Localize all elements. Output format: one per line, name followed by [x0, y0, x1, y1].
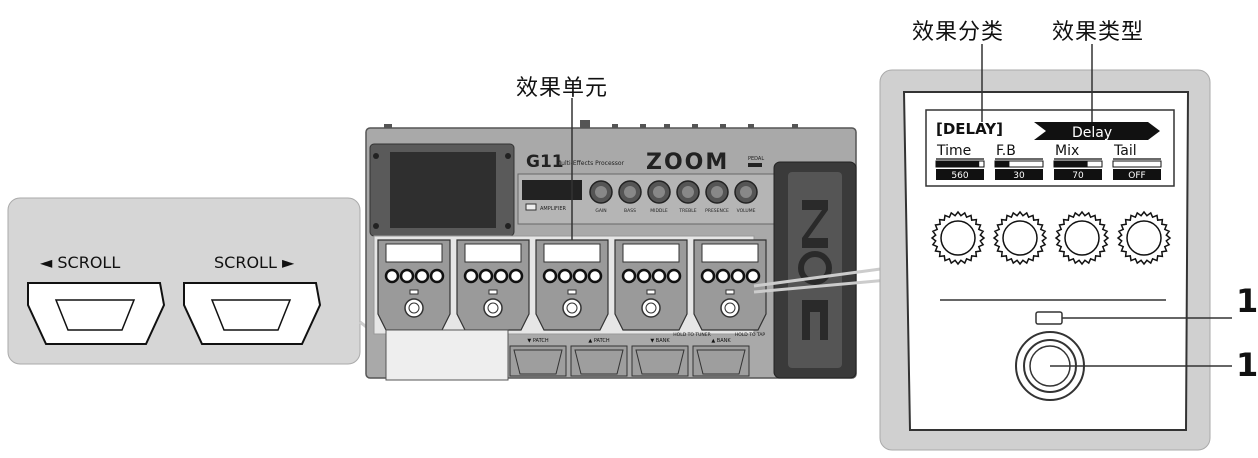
- unit-knob: [1116, 210, 1172, 266]
- amp-knob-group: GAIN BASS MIDDLE TREBLE PRESENCE VOLUME: [589, 180, 758, 214]
- unit-knob: [930, 210, 986, 266]
- zoom-logo: ZOOM: [646, 150, 729, 175]
- lcd-param-name: F.B: [996, 143, 1016, 159]
- status-led: [1035, 311, 1063, 325]
- lcd-param-name: Time: [936, 143, 971, 159]
- amp-knob-label: TREBLE: [678, 208, 696, 214]
- zoom-g11-device: G11 Multi-Effects Processor ZOOM PEDAL A…: [365, 120, 857, 381]
- scroll-right-label: SCROLL ►: [214, 253, 295, 272]
- led-step-number: 1: [1236, 282, 1258, 320]
- lcd-param-bar: [995, 161, 1010, 167]
- footswitch-label: ▼ PATCH: [527, 338, 548, 344]
- amp-knob-label: PRESENCE: [705, 208, 729, 214]
- lcd-type-banner: [1034, 122, 1160, 140]
- lcd-param-name: Tail: [1113, 143, 1137, 159]
- expression-pedal: [773, 161, 857, 379]
- effect-unit-callout: 效果单元: [516, 76, 609, 101]
- footswitch-label: ▲ BANK: [711, 338, 731, 344]
- footswitch-label: ▼ BANK: [650, 338, 670, 344]
- lcd-param-value: 560: [951, 171, 968, 181]
- amp-knob-label: MIDDLE: [650, 208, 668, 214]
- effect-type-callout: 效果类型: [1052, 20, 1145, 45]
- effect-unit: [377, 239, 451, 331]
- effect-unit: [614, 239, 688, 331]
- effect-unit-row: [377, 239, 767, 331]
- hold-label: HOLD TO TAP: [735, 332, 766, 338]
- svg-text:ZOOM: ZOOM: [646, 150, 729, 175]
- unit-connector-bottom: [753, 278, 889, 294]
- scroll-zoom-panel: ◄ SCROLL SCROLL ►: [7, 197, 361, 365]
- amp-knob-label: VOLUME: [737, 208, 756, 214]
- pedal-label: PEDAL: [748, 156, 764, 162]
- unit-connector-top: [753, 266, 889, 288]
- footswitch-step-number: 1: [1236, 346, 1258, 384]
- model-label: G11: [526, 152, 564, 172]
- unit-knob: [1054, 210, 1110, 266]
- amplifier-label: AMPLIFIER: [540, 206, 567, 212]
- effect-unit: [535, 239, 609, 331]
- footswitch-label: ▲ PATCH: [588, 338, 609, 344]
- scroll-left-footswitch-zoom: [27, 282, 166, 345]
- lcd-param-value: 70: [1072, 171, 1084, 181]
- lcd-param-bar: [936, 161, 980, 167]
- unit-knob-group: [930, 210, 1172, 266]
- lcd-param-value: 30: [1013, 171, 1025, 181]
- lcd-param-name: Mix: [1055, 143, 1079, 159]
- scroll-left-label: ◄ SCROLL: [40, 253, 120, 272]
- amp-knob-label: BASS: [624, 208, 636, 214]
- lcd-param-value: OFF: [1128, 171, 1145, 181]
- lcd-effect-category: [DELAY]: [936, 120, 1003, 138]
- subtitle-label: Multi-Effects Processor: [556, 160, 625, 167]
- unit-knob: [992, 210, 1048, 266]
- lcd-param-bar: [1054, 161, 1088, 167]
- effect-unit: [456, 239, 530, 331]
- scroll-right-footswitch-zoom: [183, 282, 322, 345]
- effect-category-callout: 效果分类: [912, 20, 1005, 45]
- effect-unit: [693, 239, 767, 331]
- lcd-effect-type: Delay: [1072, 125, 1112, 141]
- hold-label: HOLD TO TUNER: [673, 332, 710, 338]
- amp-knob-label: GAIN: [595, 208, 606, 214]
